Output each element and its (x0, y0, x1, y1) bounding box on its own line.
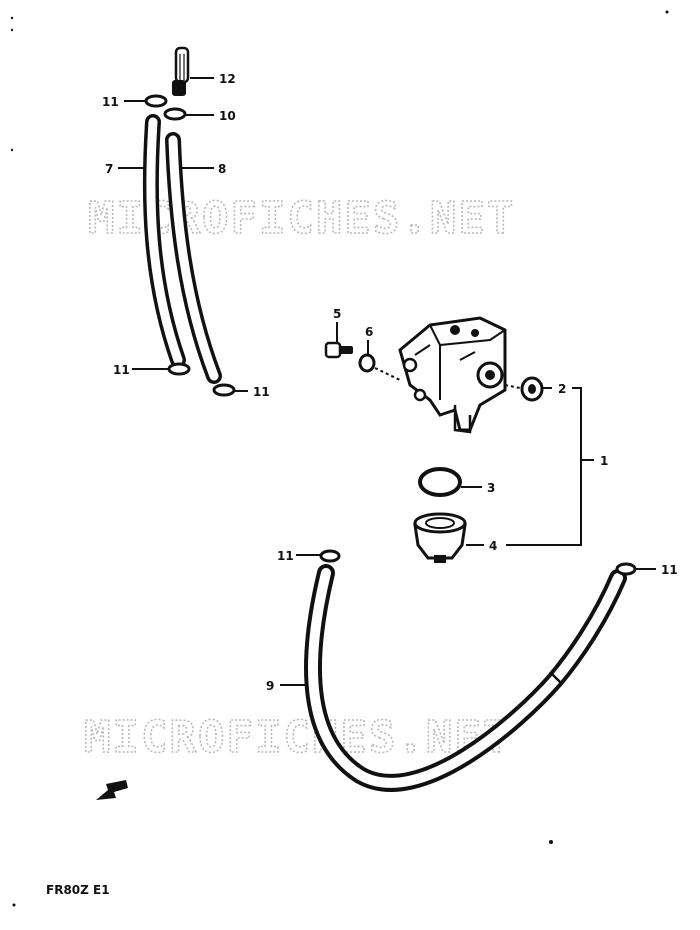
callout-9: 9 (266, 679, 274, 693)
front-arrow-icon (96, 780, 128, 800)
gasket-3 (418, 467, 462, 497)
bolt-12 (172, 46, 190, 96)
watermark-bottom: MICROFICHES.NET (84, 712, 511, 763)
callout-11-hose9-right: 11 (661, 563, 678, 577)
callout-11-mid: 11 (253, 385, 270, 399)
hose-8 (165, 132, 222, 384)
cup-4 (413, 512, 467, 563)
scan-specks (10, 10, 669, 907)
callout-4: 4 (489, 539, 497, 553)
callout-10: 10 (219, 109, 236, 123)
washer-6 (358, 353, 376, 373)
callout-1: 1 (600, 454, 608, 468)
clip-11-hose9-right (615, 562, 637, 576)
assembly-line-6 (374, 367, 401, 381)
washer-10 (163, 107, 187, 121)
plug-2 (520, 376, 544, 402)
callout-12: 12 (219, 72, 236, 86)
hose-7 (142, 114, 186, 368)
hose-9 (304, 564, 627, 792)
clip-11-hose7-bottom (167, 362, 191, 376)
fuel-pump-body (398, 316, 507, 434)
clip-11-top (144, 94, 168, 108)
callout-11-left: 11 (113, 363, 130, 377)
callout-5: 5 (333, 307, 341, 321)
page-code: FR80Z E1 (46, 883, 110, 897)
assembly-line-2 (504, 384, 521, 389)
bracket-1 (506, 387, 582, 546)
clip-11-hose9-left (319, 549, 341, 563)
bolt-5 (324, 341, 353, 359)
callout-8: 8 (218, 162, 226, 176)
callout-11-hose9-left: 11 (277, 549, 294, 563)
clip-11-hose8-bottom (212, 383, 236, 397)
callout-6: 6 (365, 325, 373, 339)
callout-11-top: 11 (102, 95, 119, 109)
callout-2: 2 (558, 382, 566, 396)
callout-7: 7 (105, 162, 113, 176)
callout-3: 3 (487, 481, 495, 495)
